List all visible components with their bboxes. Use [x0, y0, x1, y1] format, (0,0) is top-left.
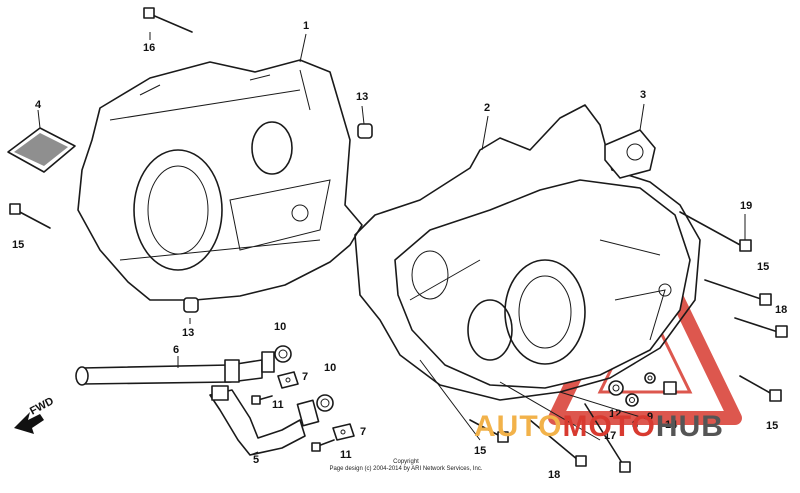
callout-8: 8 — [632, 419, 639, 431]
callout-14: 14 — [665, 419, 678, 431]
callout-13-upper: 13 — [356, 91, 369, 103]
callout-6: 6 — [173, 344, 180, 356]
oil-strainer-screen — [7, 127, 76, 173]
callout-15-left: 15 — [12, 239, 25, 251]
sealing-washer-upper — [274, 345, 292, 363]
callout-4: 4 — [35, 99, 42, 111]
bolt-15-right-lower — [739, 375, 782, 402]
bolt-15-left — [9, 203, 51, 229]
copyright-notice: Copyright Page design (c) 2004-2014 by A… — [316, 459, 496, 473]
callout-12: 12 — [609, 408, 622, 420]
nut-12 — [608, 380, 624, 396]
dowel-pin-upper — [357, 123, 373, 139]
bolt-14 — [663, 381, 677, 395]
callout-19: 19 — [740, 200, 753, 212]
callout-10-lower: 10 — [324, 362, 337, 374]
bolt-19 — [679, 211, 752, 252]
callout-9: 9 — [647, 411, 654, 423]
bolt-18-right — [734, 317, 788, 338]
callout-11-upper: 11 — [272, 399, 284, 411]
callout-7-lower: 7 — [360, 426, 367, 438]
dowel-pin-lower — [183, 297, 199, 313]
callout-18-bottom: 18 — [548, 469, 561, 481]
callout-1: 1 — [303, 20, 310, 32]
watermark-logo: AUTOMOTOHUB — [474, 412, 724, 442]
right-crankcase-half — [354, 104, 701, 401]
bolt-17 — [584, 403, 631, 473]
callout-2: 2 — [484, 102, 491, 114]
callout-10-upper: 10 — [274, 321, 287, 333]
bolt-15-bottom — [469, 419, 509, 443]
washer-8 — [625, 393, 639, 407]
callout-15-bottom: 15 — [474, 445, 487, 457]
bolt-11-upper — [251, 395, 273, 405]
callout-5: 5 — [253, 454, 260, 466]
left-crankcase-half — [77, 59, 363, 301]
callout-13-lower: 13 — [182, 327, 195, 339]
callout-15-right-lower: 15 — [766, 420, 779, 432]
callout-18-right: 18 — [775, 304, 788, 316]
hose-clip-upper — [277, 371, 299, 389]
bolt-16 — [143, 7, 193, 33]
bolt-11-lower — [311, 439, 335, 452]
washer-9 — [644, 372, 656, 384]
elbow-hose — [209, 385, 320, 456]
callout-11-lower: 11 — [340, 449, 352, 461]
callout-17: 17 — [604, 430, 617, 442]
watermark-moto: MOTO — [562, 410, 656, 443]
bolt-18-bottom — [529, 419, 587, 467]
bolt-15-right-upper — [704, 279, 772, 306]
sealing-washer-lower — [316, 394, 334, 412]
leader-lines — [37, 32, 746, 456]
copyright-line-2: Page design (c) 2004-2014 by ARI Network… — [329, 466, 483, 472]
watermark-auto: AUTO — [474, 410, 563, 443]
callout-15-right-upper: 15 — [757, 261, 770, 273]
callout-7-upper: 7 — [302, 371, 309, 383]
watermark-hub: HUB — [655, 410, 724, 443]
breather-hose — [75, 351, 275, 386]
copyright-line-1: Copyright — [393, 459, 419, 465]
callout-16: 16 — [143, 42, 156, 54]
forward-arrow-icon — [14, 412, 44, 434]
hose-clip-lower — [332, 423, 355, 441]
callout-3: 3 — [640, 89, 647, 101]
